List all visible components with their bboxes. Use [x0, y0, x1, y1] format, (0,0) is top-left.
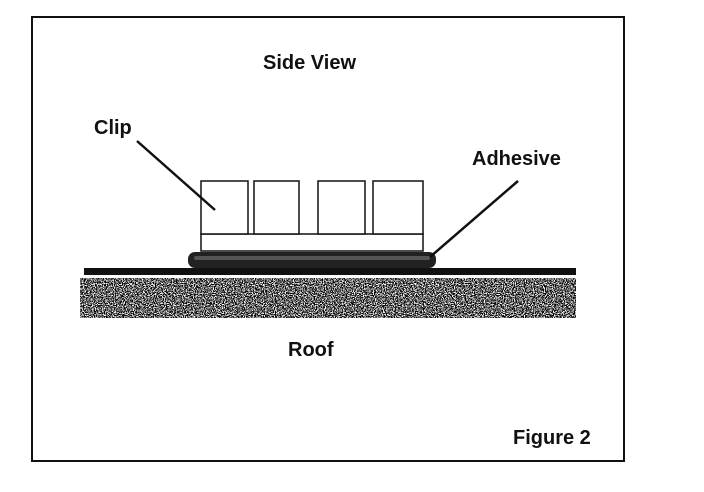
clip-label: Clip: [94, 117, 132, 139]
clip-segment: [253, 180, 300, 235]
roof-surface: [80, 278, 576, 318]
figure-frame: [31, 16, 625, 462]
adhesive-label: Adhesive: [472, 148, 561, 170]
adhesive-highlight: [194, 256, 430, 260]
roof-label: Roof: [288, 339, 334, 361]
figure-caption: Figure 2: [513, 427, 591, 449]
clip-base: [200, 233, 424, 252]
side-view-title: Side View: [263, 52, 357, 74]
clip-segment: [372, 180, 424, 235]
roof-line: [84, 268, 576, 275]
clip-segment: [317, 180, 366, 235]
clip-leader-line: [136, 140, 216, 211]
clip-segment: [200, 180, 249, 235]
adhesive-leader-line: [429, 180, 519, 258]
